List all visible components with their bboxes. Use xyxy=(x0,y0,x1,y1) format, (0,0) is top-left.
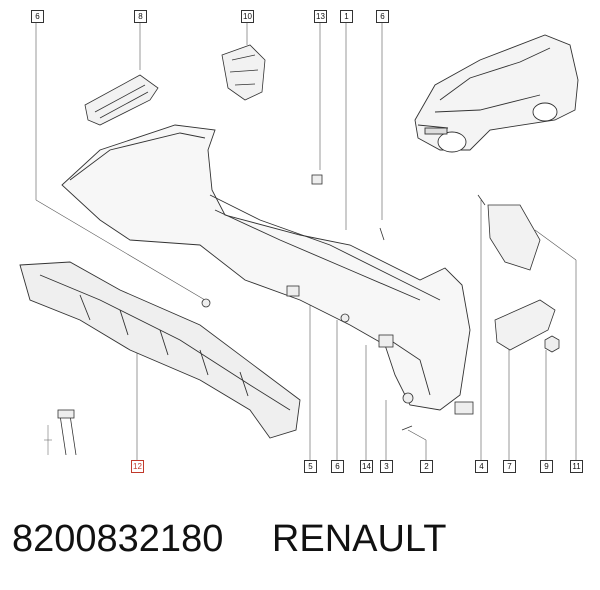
callout-7: 7 xyxy=(503,460,516,473)
footer-caption: 8200832180 RENAULT xyxy=(12,518,592,568)
callout-12: 12 xyxy=(131,460,144,473)
callout-10: 10 xyxy=(241,10,254,23)
callout-5: 5 xyxy=(304,460,317,473)
callout-2: 2 xyxy=(420,460,433,473)
parts-diagram: 6 8 10 13 1 6 12 5 6 14 3 2 4 7 9 11 xyxy=(19,10,583,473)
car-icon xyxy=(414,34,579,153)
reinforcement-beam-icon xyxy=(19,261,301,439)
callout-9: 9 xyxy=(540,460,553,473)
leader-lines xyxy=(35,22,577,460)
callout-1: 1 xyxy=(340,10,353,23)
callout-4: 4 xyxy=(475,460,488,473)
bracket-icon xyxy=(221,44,266,101)
bracket-icon xyxy=(487,204,556,351)
part-number: 8200832180 xyxy=(12,518,224,560)
diagram-drawing xyxy=(19,22,579,460)
bumper-cover-icon xyxy=(61,124,471,411)
callout-6: 6 xyxy=(331,460,344,473)
dimension-marks xyxy=(44,425,52,455)
brand-name: RENAULT xyxy=(271,518,447,560)
bracket-icon xyxy=(84,74,159,126)
callout-6: 6 xyxy=(376,10,389,23)
callout-8: 8 xyxy=(134,10,147,23)
callout-6: 6 xyxy=(31,10,44,23)
clip-icon xyxy=(286,174,474,415)
bolt-icon xyxy=(57,194,486,456)
callout-11: 11 xyxy=(570,460,583,473)
callout-14: 14 xyxy=(360,460,373,473)
callout-3: 3 xyxy=(380,460,393,473)
callout-13: 13 xyxy=(314,10,327,23)
nut-icon xyxy=(544,335,560,353)
